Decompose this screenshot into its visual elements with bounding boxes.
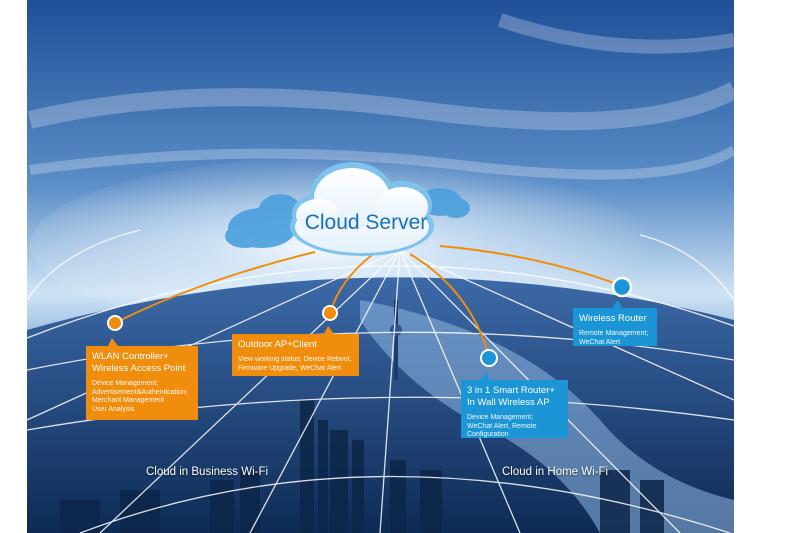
- pointer-smart: [480, 372, 490, 380]
- outdoor-desc-line2: Firmware Upgrade, WeChat Alert: [238, 364, 341, 372]
- link-router: [439, 245, 623, 287]
- cloud-streaks: [27, 13, 739, 180]
- cloud-server-shape: [290, 162, 434, 256]
- smart-router-callout: 3 in 1 Smart Router+ In Wall Wireless AP…: [461, 380, 568, 438]
- node-marker-outdoor: [322, 305, 338, 321]
- cloud-server-label: Cloud Server: [304, 211, 428, 234]
- smart-desc-line2: WeChat Alert, Remote: [467, 422, 537, 430]
- wlan-title-line2: Wireless Access Point: [92, 363, 186, 374]
- node-marker-wlan: [107, 315, 123, 331]
- link-wlan: [114, 251, 316, 324]
- router-desc-line1: Remote Management;: [579, 330, 649, 337]
- outdoor-ap-callout: Outdoor AP+Client View working status; D…: [232, 334, 359, 376]
- oriental-tower: [394, 300, 398, 380]
- wlan-desc-line2: Advertisement&Authentication;: [92, 388, 188, 396]
- wlan-title-line1: WLAN Controller+: [92, 351, 169, 362]
- router-title: Wireless Router: [579, 313, 647, 324]
- smart-title-line1: 3 in 1 Smart Router+: [467, 385, 555, 396]
- business-wifi-caption: Cloud in Business Wi-Fi: [146, 466, 269, 478]
- tower-sphere: [390, 324, 402, 336]
- smart-desc-line3: Configuration: [467, 431, 509, 439]
- pointer-wlan: [108, 338, 118, 346]
- wireless-router-callout: Wireless Router Remote Management; WeCha…: [573, 308, 657, 346]
- wlan-controller-callout: WLAN Controller+ Wireless Access Point D…: [86, 346, 198, 420]
- wlan-desc-line1: Device Management;: [92, 380, 159, 387]
- node-marker-smart: [480, 349, 498, 367]
- home-wifi-caption: Cloud in Home Wi-Fi: [502, 466, 609, 478]
- skyline: [60, 400, 664, 533]
- wlan-desc-line4: User Analysis: [92, 405, 135, 413]
- outdoor-title: Outdoor AP+Client: [238, 339, 317, 350]
- outdoor-desc-line1: View working status; Device Reboot,: [238, 356, 352, 363]
- smart-title-line2: In Wall Wireless AP: [467, 397, 550, 408]
- smart-desc-line1: Device Management;: [467, 414, 534, 421]
- node-marker-router: [611, 276, 633, 298]
- small-cloud-left: [225, 194, 302, 248]
- router-desc-line2: WeChat Alert: [579, 338, 621, 346]
- pointer-router: [612, 300, 622, 308]
- wlan-desc-line3: Merchant Management: [92, 397, 164, 405]
- pointer-outdoor: [324, 326, 334, 334]
- link-smart: [409, 253, 490, 357]
